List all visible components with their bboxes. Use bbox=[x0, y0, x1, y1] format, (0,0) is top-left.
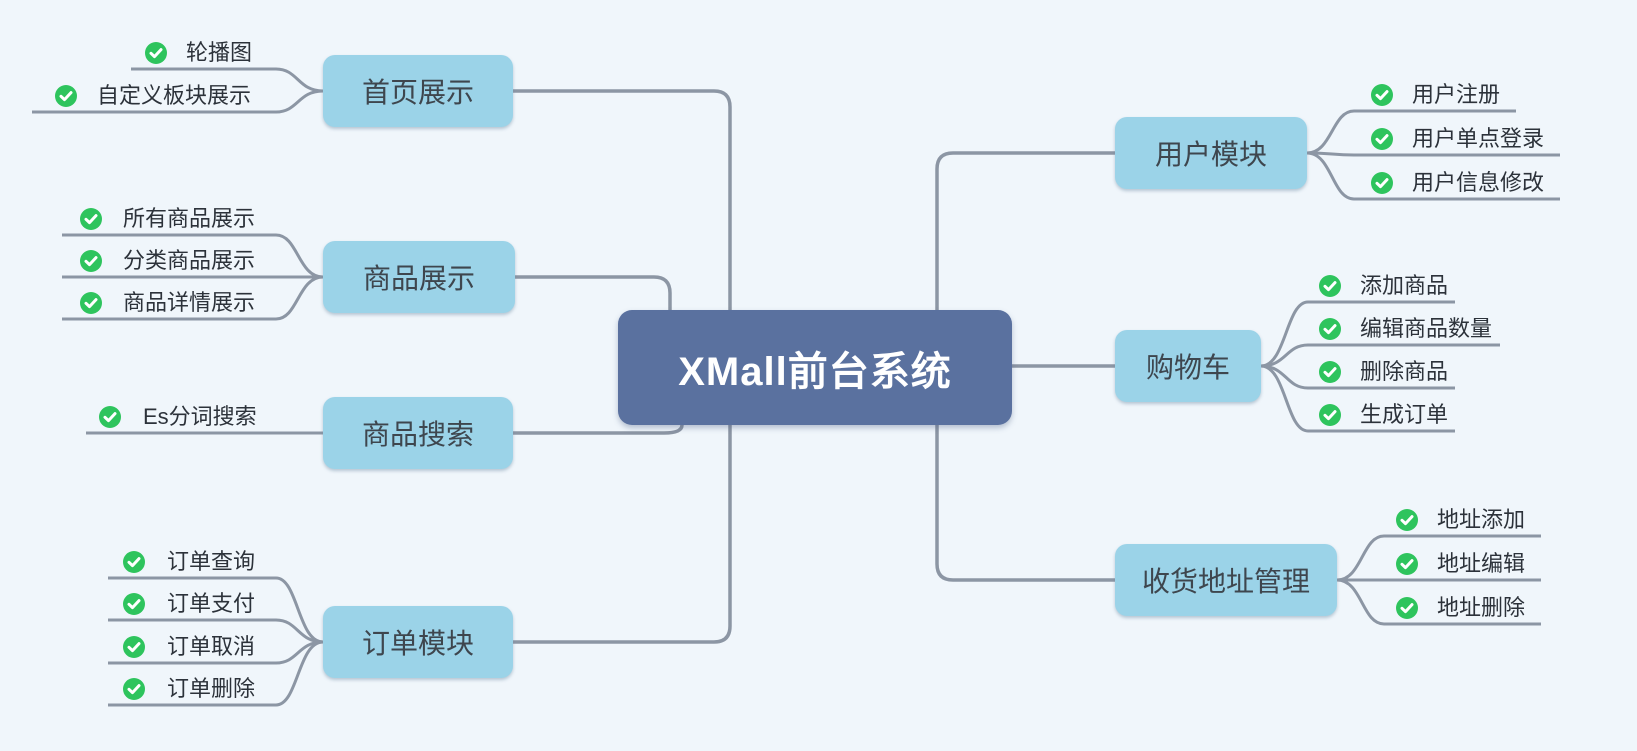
leaf-topic-user-module-1[interactable]: 用户单点登录 bbox=[1412, 126, 1545, 151]
check-done-icon bbox=[55, 85, 77, 107]
check-done-icon bbox=[1396, 597, 1418, 619]
leaf-topic-shopping-cart-3[interactable]: 生成订单 bbox=[1360, 402, 1449, 427]
connector-line bbox=[935, 425, 1115, 582]
branch-node-product-search[interactable]: 商品搜索 bbox=[323, 397, 513, 469]
check-done-icon bbox=[80, 250, 102, 272]
check-done-icon bbox=[1371, 128, 1393, 150]
branch-node-homepage-display[interactable]: 首页展示 bbox=[323, 55, 513, 127]
leaf-topic-product-search-0[interactable]: Es分词搜索 bbox=[143, 404, 257, 429]
check-done-icon bbox=[123, 678, 145, 700]
connector-line bbox=[515, 275, 672, 310]
check-done-icon bbox=[1319, 318, 1341, 340]
connector-line bbox=[108, 640, 324, 707]
connector-line bbox=[935, 151, 1115, 310]
connector-line bbox=[513, 424, 684, 435]
connector-line bbox=[62, 275, 324, 321]
check-done-icon bbox=[1371, 172, 1393, 194]
branch-node-address-management[interactable]: 收货地址管理 bbox=[1115, 544, 1337, 616]
leaf-topic-shopping-cart-2[interactable]: 删除商品 bbox=[1360, 359, 1449, 384]
check-done-icon bbox=[1396, 553, 1418, 575]
leaf-topic-address-management-1[interactable]: 地址编辑 bbox=[1437, 551, 1526, 576]
check-done-icon bbox=[1319, 404, 1341, 426]
leaf-topic-homepage-display-1[interactable]: 自定义板块展示 bbox=[97, 83, 252, 108]
leaf-topic-product-display-2[interactable]: 商品详情展示 bbox=[123, 290, 256, 315]
leaf-topic-shopping-cart-0[interactable]: 添加商品 bbox=[1360, 273, 1449, 298]
connector-line bbox=[1260, 364, 1455, 433]
leaf-topic-order-module-1[interactable]: 订单支付 bbox=[167, 591, 256, 616]
leaf-topic-address-management-2[interactable]: 地址删除 bbox=[1437, 595, 1526, 620]
leaf-topic-user-module-0[interactable]: 用户注册 bbox=[1412, 82, 1501, 107]
leaf-topic-order-module-0[interactable]: 订单查询 bbox=[167, 549, 256, 574]
check-done-icon bbox=[1371, 84, 1393, 106]
branch-node-user-module[interactable]: 用户模块 bbox=[1115, 117, 1307, 189]
leaf-topic-product-display-1[interactable]: 分类商品展示 bbox=[123, 248, 256, 273]
check-done-icon bbox=[1319, 275, 1341, 297]
check-done-icon bbox=[123, 636, 145, 658]
check-done-icon bbox=[80, 208, 102, 230]
check-done-icon bbox=[80, 292, 102, 314]
check-done-icon bbox=[99, 406, 121, 428]
branch-node-shopping-cart[interactable]: 购物车 bbox=[1115, 330, 1261, 402]
leaf-topic-address-management-0[interactable]: 地址添加 bbox=[1437, 507, 1526, 532]
connector-line bbox=[1336, 534, 1541, 582]
connector-line bbox=[1336, 578, 1541, 626]
connector-line bbox=[32, 89, 324, 114]
branch-node-product-display[interactable]: 商品展示 bbox=[323, 241, 515, 313]
check-done-icon bbox=[123, 593, 145, 615]
connector-line bbox=[1260, 300, 1455, 368]
leaf-topic-user-module-2[interactable]: 用户信息修改 bbox=[1412, 170, 1545, 195]
connector-line bbox=[513, 89, 732, 310]
leaf-topic-shopping-cart-1[interactable]: 编辑商品数量 bbox=[1360, 316, 1493, 341]
connector-line bbox=[108, 576, 324, 644]
central-topic-xmall-frontend[interactable]: XMall前台系统 bbox=[618, 310, 1012, 425]
branch-node-order-module[interactable]: 订单模块 bbox=[323, 606, 513, 678]
check-done-icon bbox=[1396, 509, 1418, 531]
leaf-topic-homepage-display-0[interactable]: 轮播图 bbox=[186, 40, 253, 65]
leaf-topic-order-module-3[interactable]: 订单删除 bbox=[167, 676, 256, 701]
connector-line bbox=[1306, 109, 1516, 155]
connector-line bbox=[513, 425, 732, 644]
check-done-icon bbox=[123, 551, 145, 573]
connector-line bbox=[62, 233, 324, 279]
check-done-icon bbox=[1319, 361, 1341, 383]
leaf-topic-product-display-0[interactable]: 所有商品展示 bbox=[123, 206, 256, 231]
check-done-icon bbox=[145, 42, 167, 64]
leaf-topic-order-module-2[interactable]: 订单取消 bbox=[167, 634, 256, 659]
connector-line bbox=[1306, 151, 1560, 201]
